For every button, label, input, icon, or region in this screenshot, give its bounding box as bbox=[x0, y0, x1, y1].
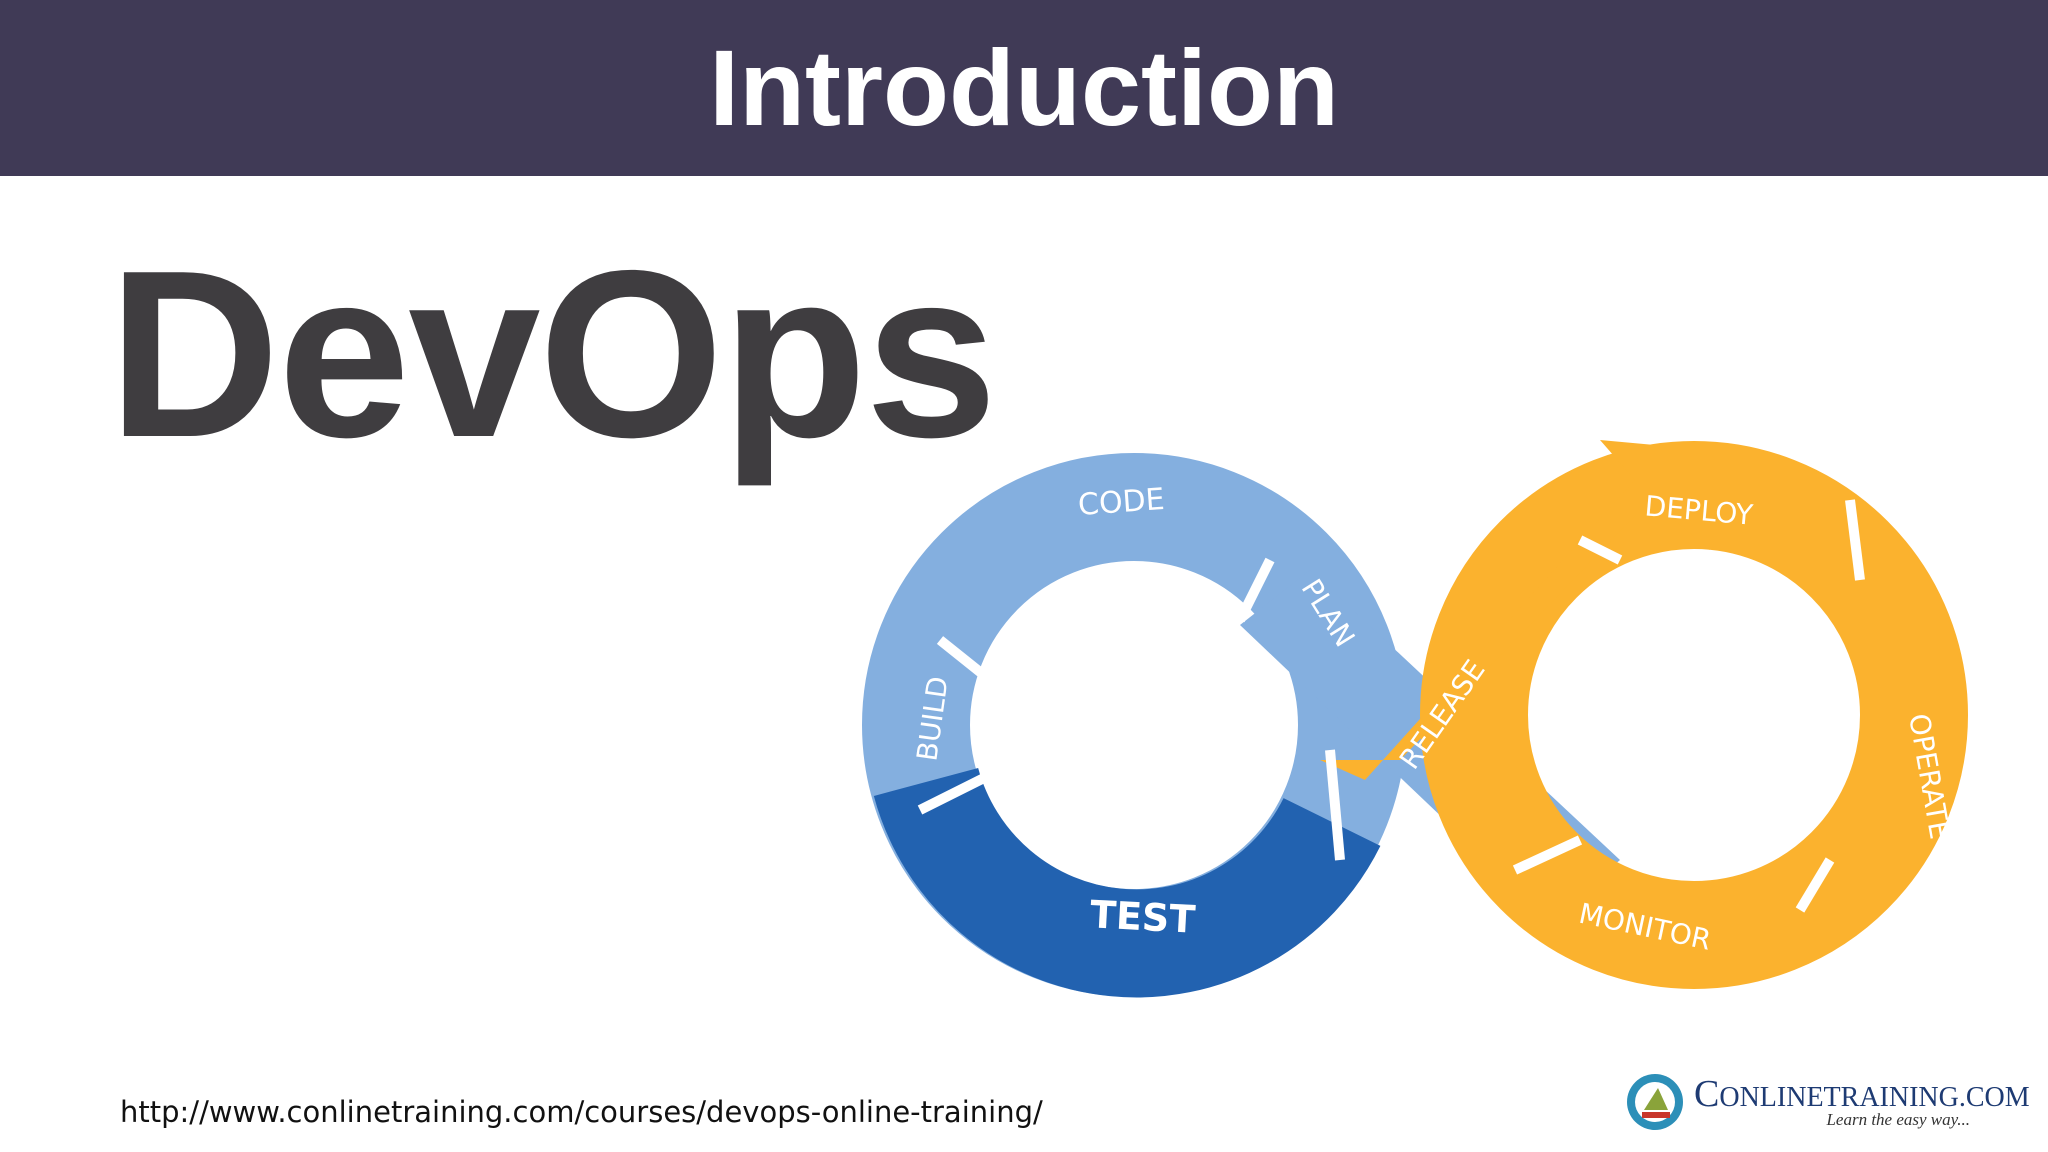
test-segment bbox=[873, 766, 1381, 998]
header-bar: Introduction bbox=[0, 0, 2048, 176]
logo-emblem-icon bbox=[1627, 1074, 1683, 1130]
header-title: Introduction bbox=[709, 27, 1339, 148]
devops-infinity-diagram: CODE PLAN BUILD TEST RELEASE DEPLOY OPER… bbox=[862, 440, 1968, 998]
segment-dividers bbox=[917, 499, 1865, 913]
conlinetraining-logo: CONLINETRAINING.COM Learn the easy way..… bbox=[1620, 1066, 2030, 1138]
stage-label-test: TEST bbox=[1089, 892, 1196, 941]
right-loop-ring bbox=[1420, 441, 1968, 989]
logo-tagline: Learn the easy way... bbox=[1826, 1110, 1970, 1129]
footer-url[interactable]: http://www.conlinetraining.com/courses/d… bbox=[120, 1095, 1043, 1129]
page-title: DevOps bbox=[108, 222, 997, 487]
stage-label-code: CODE bbox=[1077, 482, 1166, 523]
logo-name: CONLINETRAINING.COM bbox=[1694, 1073, 2030, 1115]
release-arrow bbox=[1320, 440, 1710, 780]
